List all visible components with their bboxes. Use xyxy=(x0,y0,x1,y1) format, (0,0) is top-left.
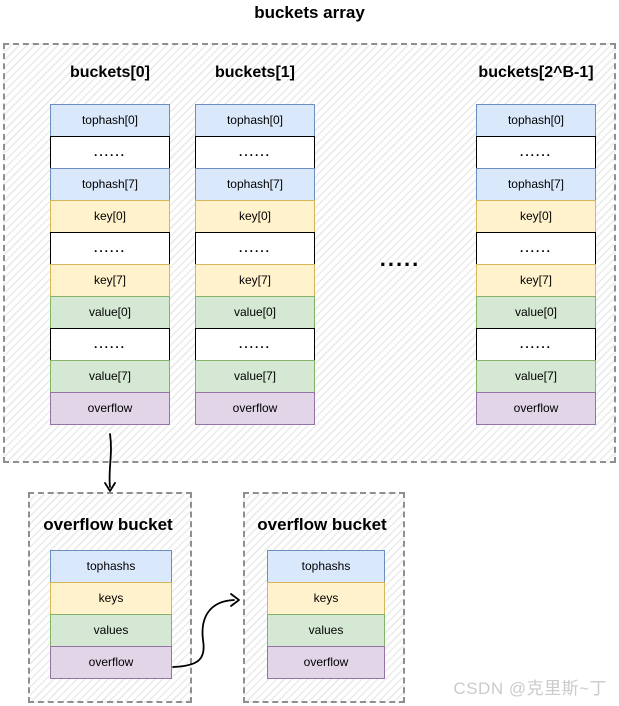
bucket-column-0: tophash[0] ...... tophash[7] key[0] ....… xyxy=(50,104,170,425)
bucket-column-1: tophash[0] ...... tophash[7] key[0] ....… xyxy=(195,104,315,425)
value0-cell: value[0] xyxy=(50,296,170,329)
key0-cell: key[0] xyxy=(476,200,596,233)
key7-cell: key[7] xyxy=(476,264,596,297)
key0-cell: key[0] xyxy=(195,200,315,233)
overflow-bucket-title-right: overflow bucket xyxy=(257,515,387,534)
tophashs-cell: tophashs xyxy=(267,550,385,583)
ellipsis-cell: ...... xyxy=(50,328,170,361)
ellipsis-cell: ...... xyxy=(50,136,170,169)
tophash7-cell: tophash[7] xyxy=(195,168,315,201)
tophashs-cell: tophashs xyxy=(50,550,172,583)
tophash7-cell: tophash[7] xyxy=(50,168,170,201)
overflow-cell: overflow xyxy=(50,646,172,679)
overflow-bucket-left: tophashs keys values overflow xyxy=(50,550,172,679)
ellipsis-cell: ...... xyxy=(476,328,596,361)
ellipsis-cell: ...... xyxy=(476,136,596,169)
key7-cell: key[7] xyxy=(195,264,315,297)
overflow-cell: overflow xyxy=(50,392,170,425)
overflow-bucket-title-left: overflow bucket xyxy=(43,515,173,534)
value7-cell: value[7] xyxy=(195,360,315,393)
ellipsis-cell: ...... xyxy=(50,232,170,265)
arrow-overflow-to-overflow-head xyxy=(230,593,240,607)
overflow-cell: overflow xyxy=(267,646,385,679)
ellipsis-cell: ...... xyxy=(195,136,315,169)
keys-cell: keys xyxy=(267,582,385,615)
key7-cell: key[7] xyxy=(50,264,170,297)
value7-cell: value[7] xyxy=(476,360,596,393)
tophash7-cell: tophash[7] xyxy=(476,168,596,201)
value0-cell: value[0] xyxy=(476,296,596,329)
tophash0-cell: tophash[0] xyxy=(50,104,170,137)
key0-cell: key[0] xyxy=(50,200,170,233)
ellipsis-cell: ...... xyxy=(195,328,315,361)
values-cell: values xyxy=(50,614,172,647)
bucket-column-n: tophash[0] ...... tophash[7] key[0] ....… xyxy=(476,104,596,425)
value7-cell: value[7] xyxy=(50,360,170,393)
keys-cell: keys xyxy=(50,582,172,615)
columns-ellipsis: ..... xyxy=(379,246,421,271)
overflow-cell: overflow xyxy=(195,392,315,425)
bucket-0-header: buckets[0] xyxy=(69,64,151,81)
tophash0-cell: tophash[0] xyxy=(195,104,315,137)
value0-cell: value[0] xyxy=(195,296,315,329)
bucket-n-header: buckets[2^B-1] xyxy=(478,64,594,81)
diagram-title: buckets array xyxy=(254,3,365,22)
watermark: CSDN @克里斯~丁 xyxy=(453,679,607,698)
ellipsis-cell: ...... xyxy=(195,232,315,265)
tophash0-cell: tophash[0] xyxy=(476,104,596,137)
overflow-cell: overflow xyxy=(476,392,596,425)
ellipsis-cell: ...... xyxy=(476,232,596,265)
arrow-bucket0-to-overflow-head xyxy=(104,482,116,492)
overflow-bucket-right: tophashs keys values overflow xyxy=(267,550,385,679)
bucket-1-header: buckets[1] xyxy=(214,64,296,81)
values-cell: values xyxy=(267,614,385,647)
